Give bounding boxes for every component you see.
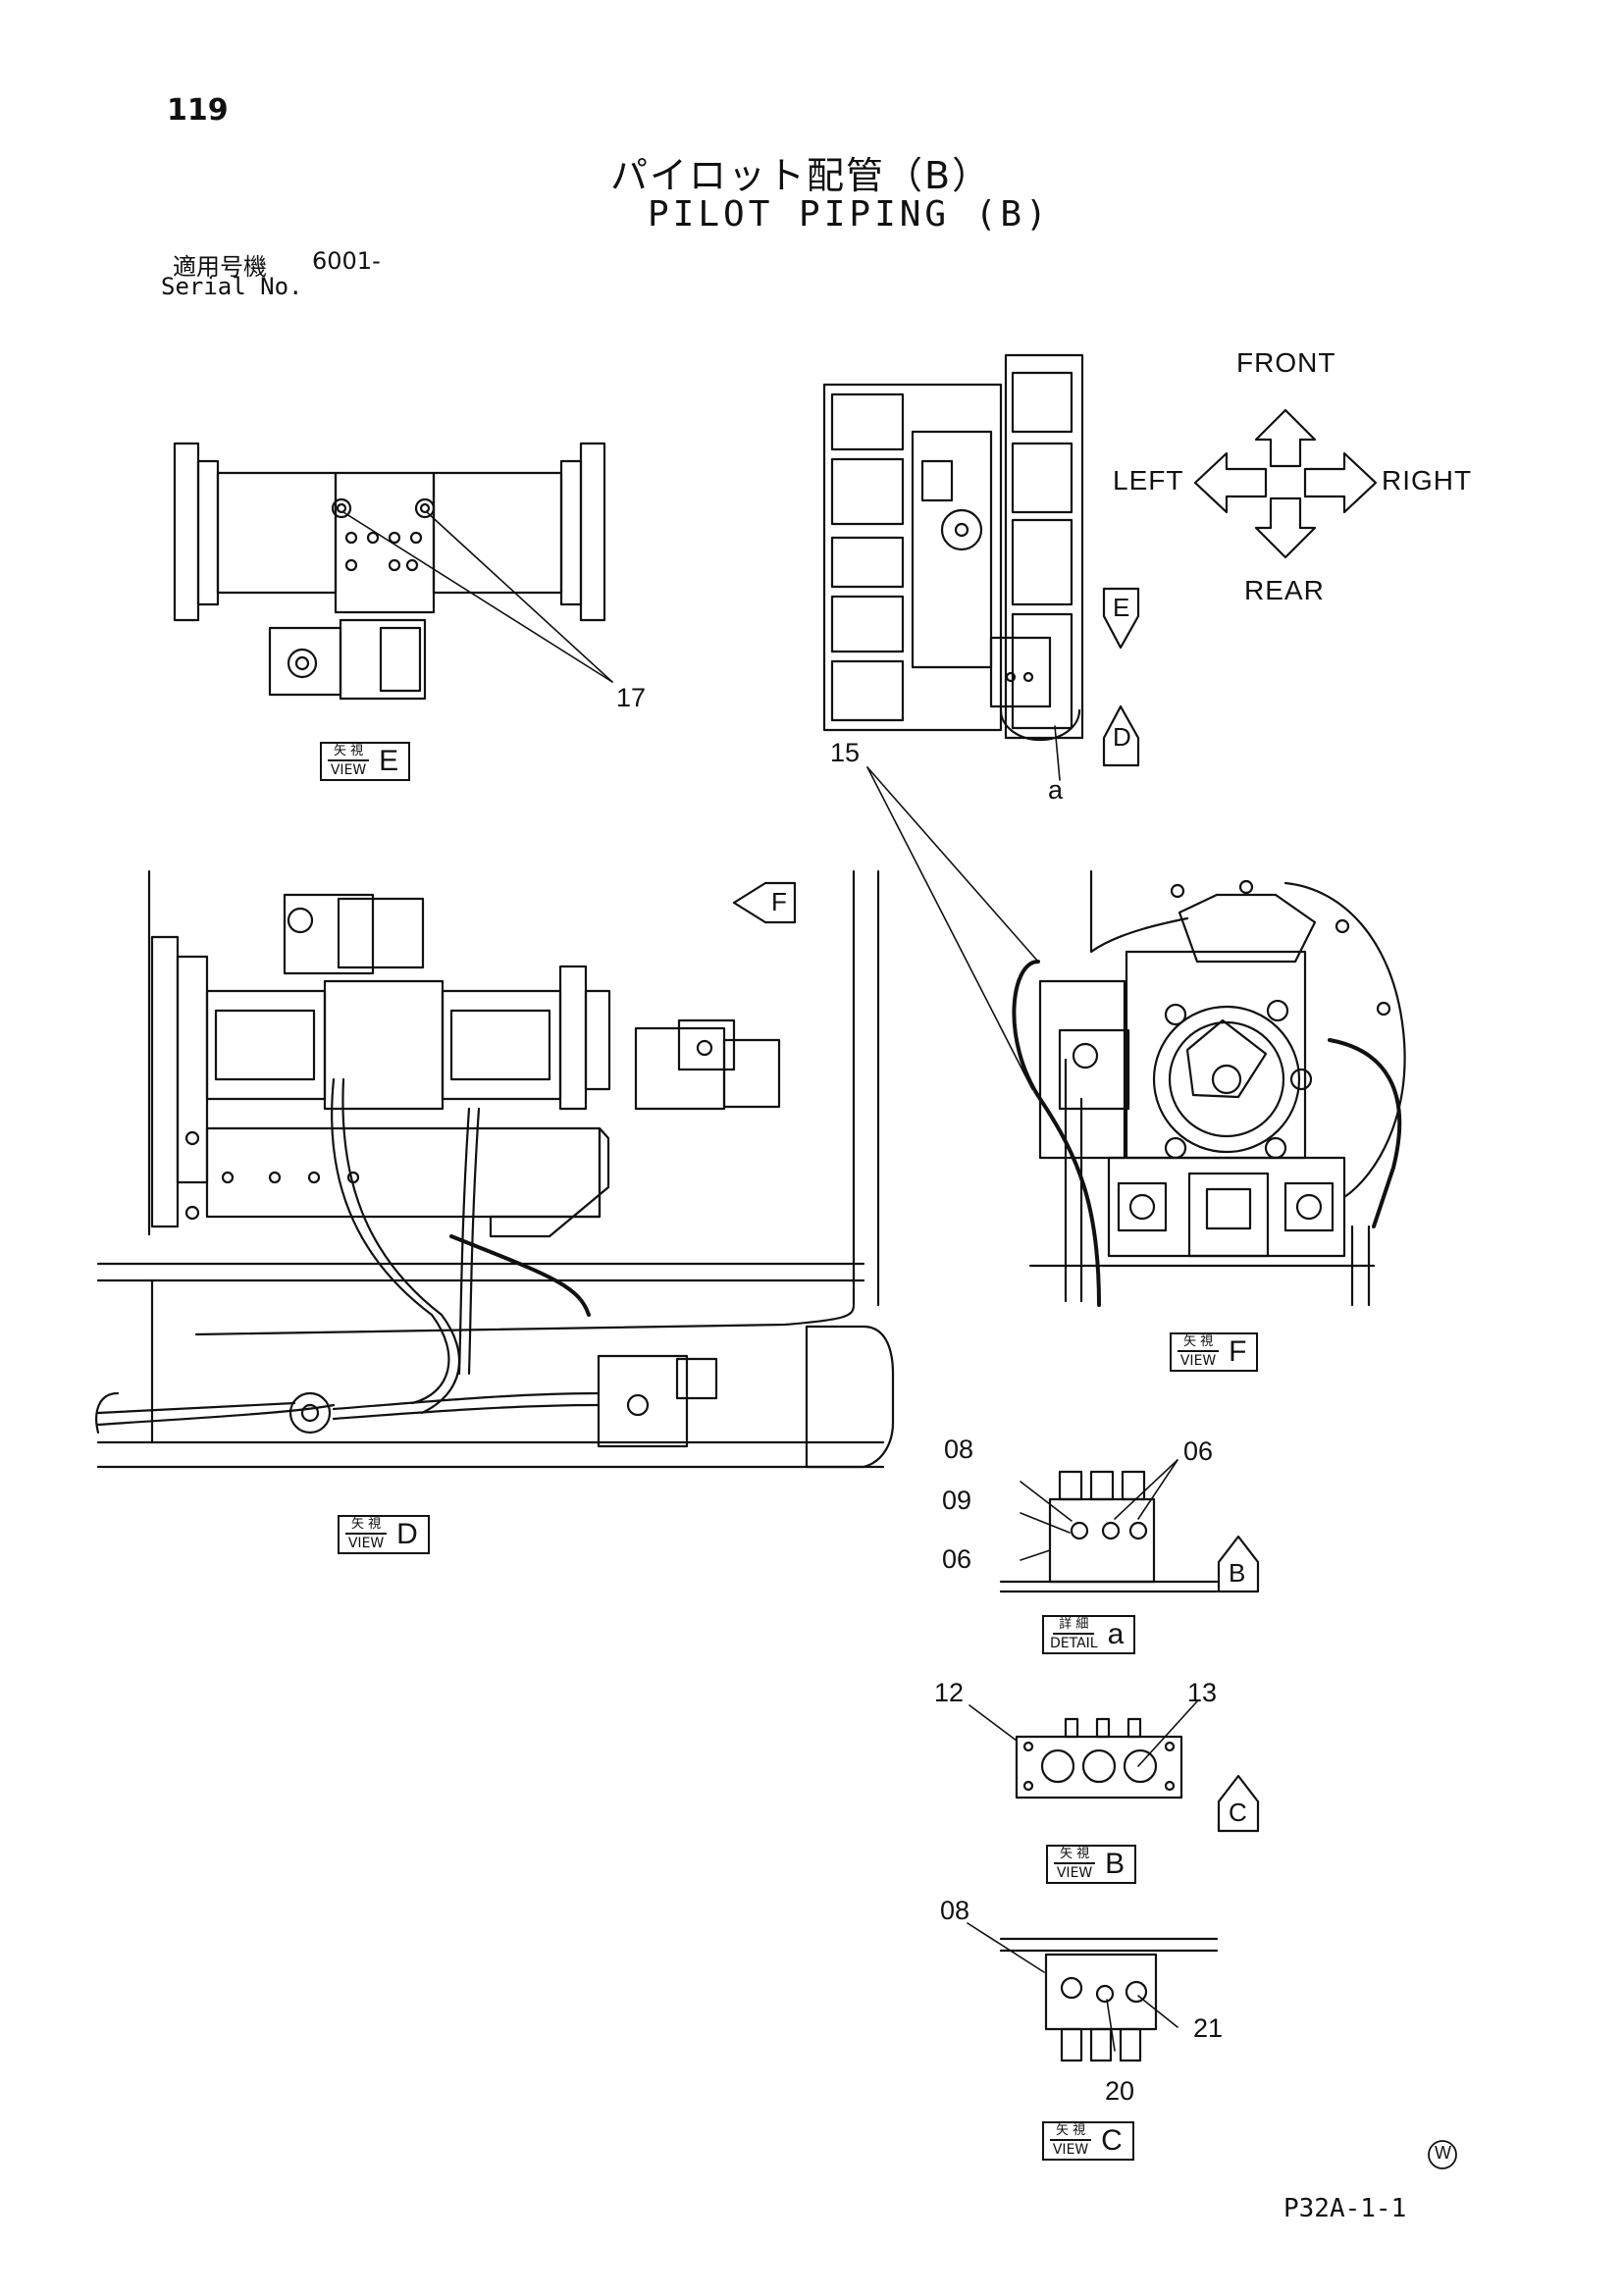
- view-e-en: VIEW: [330, 762, 367, 778]
- view-c-letter: C: [1101, 2124, 1123, 2157]
- serial-value: 6001-: [312, 247, 381, 275]
- detail-a-drawing: [999, 1459, 1219, 1593]
- callout-12: 12: [934, 1678, 965, 1707]
- callout-a: a: [1048, 775, 1064, 805]
- arrow-d-letter: D: [1113, 722, 1131, 752]
- w-mark: W: [1435, 2143, 1451, 2163]
- view-d-jp: 矢 視: [345, 1517, 388, 1535]
- w-mark-circle: [1428, 2140, 1457, 2169]
- view-c-en: VIEW: [1052, 2142, 1089, 2158]
- machine-plan-drawing: [822, 353, 1084, 781]
- view-f-drawing: [1012, 869, 1406, 1307]
- callout-06-left: 06: [942, 1544, 972, 1574]
- page-title-en: PILOT PIPING (B): [648, 194, 1051, 235]
- view-b-en: VIEW: [1056, 1865, 1093, 1881]
- serial-label-en: Serial No.: [161, 273, 303, 300]
- arrow-e-letter: E: [1113, 593, 1130, 622]
- callout-17: 17: [616, 683, 647, 712]
- callout-13: 13: [1187, 1678, 1218, 1707]
- view-f-jp: 矢 視: [1178, 1334, 1220, 1352]
- view-c-jp: 矢 視: [1050, 2123, 1092, 2141]
- callout-09: 09: [942, 1486, 972, 1515]
- view-b-letter: B: [1105, 1848, 1126, 1880]
- direction-left: LEFT: [1113, 465, 1184, 496]
- detail-a-jp: 詳 細: [1053, 1617, 1095, 1635]
- arrow-f-drawing: [732, 881, 797, 924]
- callout-08-bottom: 08: [940, 1896, 970, 1925]
- page-code: P32A-1-1: [1283, 2194, 1407, 2223]
- page-number: 119: [167, 93, 229, 128]
- view-e-drawing: [173, 442, 613, 701]
- view-f-en: VIEW: [1179, 1353, 1217, 1369]
- view-b-jp: 矢 視: [1054, 1847, 1096, 1864]
- direction-rear: REAR: [1244, 575, 1325, 605]
- detail-a-letter: a: [1107, 1618, 1125, 1650]
- view-f-letter: F: [1229, 1335, 1247, 1368]
- view-d-letter: D: [396, 1518, 418, 1550]
- direction-cross-drawing: [1193, 408, 1378, 559]
- callout-15: 15: [830, 738, 861, 767]
- arrow-b-letter: B: [1229, 1558, 1246, 1588]
- callout-06-right: 06: [1183, 1436, 1214, 1466]
- view-c-drawing: [967, 1922, 1219, 2062]
- callout-20: 20: [1105, 2076, 1135, 2106]
- arrow-c-drawing: [1217, 1774, 1260, 1833]
- view-e-letter: E: [379, 745, 399, 777]
- arrow-c-letter: C: [1229, 1798, 1247, 1827]
- callout-21: 21: [1193, 2013, 1224, 2043]
- serial-label-jp: 適用号機: [173, 253, 267, 281]
- direction-front: FRONT: [1236, 347, 1336, 378]
- direction-right: RIGHT: [1382, 465, 1473, 496]
- page-title-jp: パイロット配管（B）: [610, 154, 992, 197]
- arrow-e-drawing: [1102, 587, 1140, 650]
- arrow-f-letter: F: [771, 887, 787, 916]
- view-b-drawing: [969, 1700, 1198, 1800]
- view-d-drawing: [95, 869, 895, 1469]
- callout-08-top: 08: [944, 1435, 974, 1464]
- arrow-b-drawing: [1217, 1535, 1260, 1593]
- detail-a-en: DETAIL: [1050, 1636, 1098, 1651]
- view-e-jp: 矢 視: [328, 744, 370, 761]
- view-d-en: VIEW: [347, 1536, 385, 1551]
- arrow-d-drawing: [1102, 704, 1140, 767]
